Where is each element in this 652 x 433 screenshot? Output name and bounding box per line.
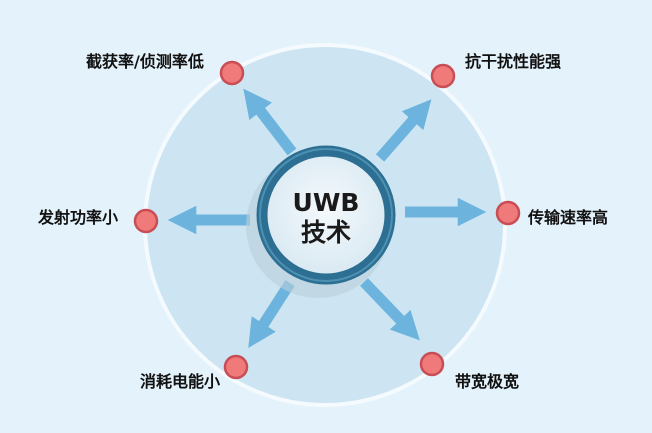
dot-right [495, 200, 521, 226]
arrow-top-right [375, 99, 432, 162]
feature-label-anti-interference: 抗干扰性能强 [465, 52, 562, 71]
feature-label-low-detection: 截获率/侦测率低 [86, 52, 204, 71]
dot-bottom-left [223, 354, 249, 380]
feature-label-low-energy: 消耗电能小 [140, 372, 221, 391]
arrows [167, 88, 487, 349]
center-ring [256, 145, 396, 285]
ring-highlight [259, 148, 393, 282]
dot-left [133, 208, 159, 234]
feature-label-wide-bandwidth: 带宽极宽 [455, 372, 520, 391]
arrow-bottom-right [360, 278, 420, 341]
arrow-top-left [243, 88, 297, 156]
center-label: UWB 技术 [276, 188, 376, 248]
feature-label-high-rate: 传输速率高 [528, 208, 609, 227]
feature-label-low-power: 发射功率小 [38, 208, 119, 227]
arrow-bottom-left [248, 280, 295, 349]
dot-top-left [219, 60, 245, 86]
dot-top-right [430, 63, 456, 89]
dot-bottom-right [419, 351, 445, 377]
center-subtitle: 技术 [300, 218, 351, 247]
center-inner [264, 153, 388, 277]
center-title: UWB [292, 188, 360, 217]
